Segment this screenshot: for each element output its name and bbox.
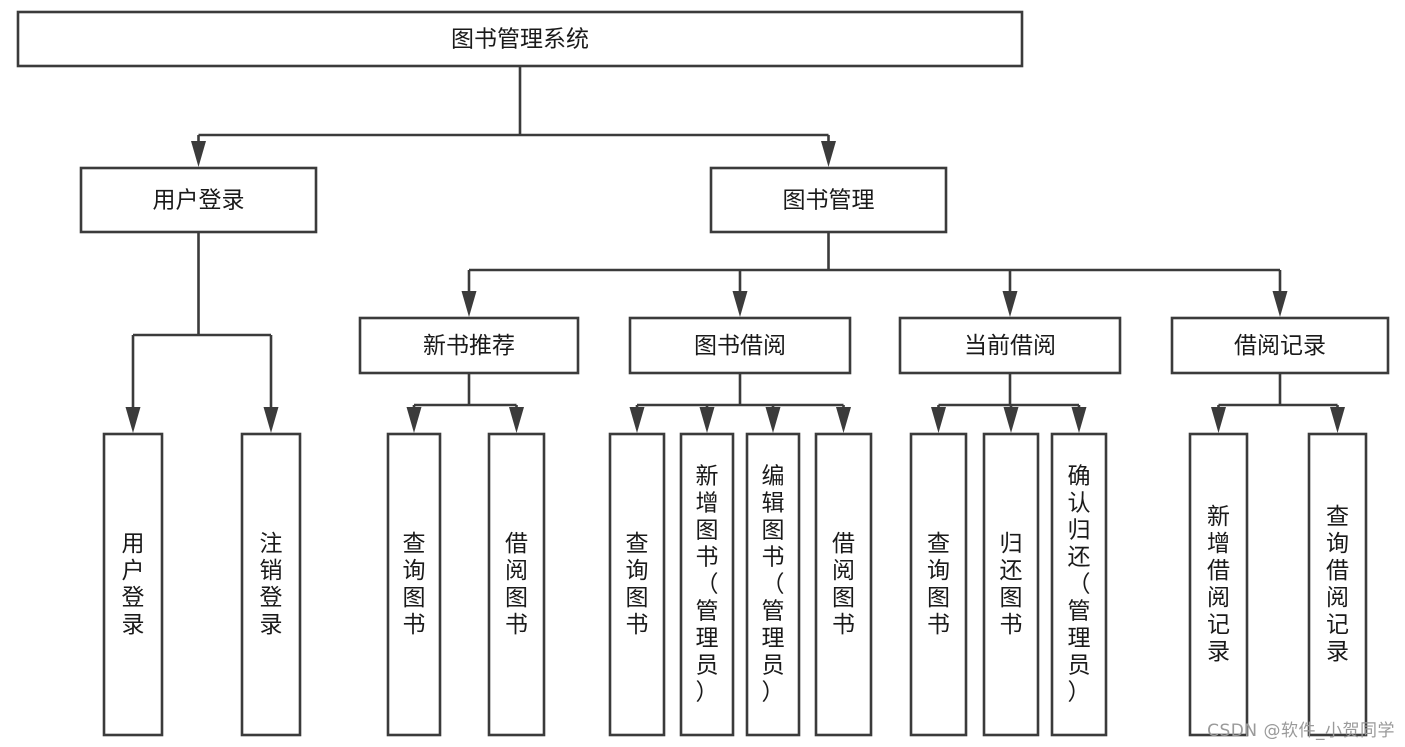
arrow-head-icon: [509, 407, 524, 433]
node-label: 查询图书: [626, 531, 649, 638]
node-leaf-user-login[interactable]: 用户登录: [102, 432, 164, 737]
connector-group: [191, 66, 836, 167]
node-n-new-book-rec[interactable]: 新书推荐: [358, 316, 580, 375]
node-box[interactable]: [1188, 432, 1249, 737]
node-box[interactable]: [679, 432, 735, 737]
arrow-head-icon: [1272, 291, 1288, 317]
node-n-book-mgmt[interactable]: 图书管理: [709, 166, 948, 234]
node-label: 借阅图书: [832, 531, 855, 638]
node-root[interactable]: 图书管理系统: [16, 10, 1024, 68]
connector-group: [406, 373, 524, 433]
arrow-head-icon: [406, 407, 422, 433]
node-n-book-borrow[interactable]: 图书借阅: [628, 316, 852, 375]
node-label: 确认归还（管理员）: [1068, 463, 1091, 705]
node-leaf-borrow-book-2[interactable]: 借阅图书: [814, 432, 873, 737]
node-leaf-query-book-2[interactable]: 查询图书: [608, 432, 666, 737]
node-label: 编辑图书（管理员）: [762, 463, 785, 705]
node-leaf-add-book[interactable]: 新增图书（管理员）: [679, 432, 735, 737]
node-n-current-borrow[interactable]: 当前借阅: [898, 316, 1122, 375]
arrow-head-icon: [931, 407, 946, 433]
arrow-head-icon: [1071, 407, 1087, 433]
node-box[interactable]: [16, 10, 1024, 68]
node-label: 查询借阅记录: [1326, 504, 1349, 665]
node-label: 用户登录: [122, 531, 145, 638]
node-box[interactable]: [1307, 432, 1368, 737]
node-box[interactable]: [709, 166, 948, 234]
node-box[interactable]: [79, 166, 318, 234]
connector-group: [1211, 373, 1345, 433]
connector-group: [629, 373, 851, 433]
node-box[interactable]: [240, 432, 302, 737]
node-box[interactable]: [386, 432, 442, 737]
node-label: 查询图书: [927, 531, 950, 638]
node-box[interactable]: [745, 432, 801, 737]
connector-group: [461, 232, 1288, 317]
node-label: 借阅图书: [505, 531, 528, 638]
node-leaf-query-book-3[interactable]: 查询图书: [909, 432, 968, 737]
node-label: 图书借阅: [694, 333, 786, 359]
arrow-head-icon: [191, 141, 206, 167]
connector-group: [125, 232, 279, 433]
arrow-head-icon: [1003, 407, 1019, 433]
node-leaf-query-record[interactable]: 查询借阅记录: [1307, 432, 1368, 737]
node-label: 归还图书: [1000, 531, 1023, 638]
node-leaf-user-logout[interactable]: 注销登录: [240, 432, 302, 737]
node-box[interactable]: [814, 432, 873, 737]
arrow-head-icon: [263, 407, 279, 433]
node-box[interactable]: [982, 432, 1040, 737]
node-box[interactable]: [898, 316, 1122, 375]
node-leaf-return-book[interactable]: 归还图书: [982, 432, 1040, 737]
node-leaf-confirm-return[interactable]: 确认归还（管理员）: [1050, 432, 1108, 737]
connector-layer: [125, 66, 1345, 433]
node-label: 图书管理: [783, 188, 875, 214]
node-box[interactable]: [1050, 432, 1108, 737]
arrow-head-icon: [1330, 407, 1345, 433]
node-label: 查询图书: [403, 531, 426, 638]
arrow-head-icon: [732, 291, 748, 317]
node-leaf-query-book-1[interactable]: 查询图书: [386, 432, 442, 737]
node-label: 借阅记录: [1234, 333, 1326, 359]
arrow-head-icon: [699, 407, 715, 433]
node-box[interactable]: [1170, 316, 1390, 375]
connector-group: [931, 373, 1087, 433]
node-n-user-login[interactable]: 用户登录: [79, 166, 318, 234]
node-label: 注销登录: [260, 531, 283, 638]
node-label: 新增图书（管理员）: [696, 463, 719, 705]
node-label: 新增借阅记录: [1207, 504, 1230, 665]
arrow-head-icon: [1211, 407, 1226, 433]
node-label: 新书推荐: [423, 333, 515, 359]
node-leaf-borrow-book-1[interactable]: 借阅图书: [487, 432, 546, 737]
node-box[interactable]: [909, 432, 968, 737]
node-box[interactable]: [628, 316, 852, 375]
node-box[interactable]: [358, 316, 580, 375]
arrow-head-icon: [629, 407, 645, 433]
node-label: 图书管理系统: [451, 27, 589, 53]
node-label: 用户登录: [153, 188, 245, 214]
node-leaf-edit-book[interactable]: 编辑图书（管理员）: [745, 432, 801, 737]
node-n-borrow-record[interactable]: 借阅记录: [1170, 316, 1390, 375]
node-box[interactable]: [487, 432, 546, 737]
node-box[interactable]: [102, 432, 164, 737]
node-label: 当前借阅: [964, 333, 1056, 359]
arrow-head-icon: [836, 407, 851, 433]
arrow-head-icon: [461, 291, 477, 317]
arrow-head-icon: [765, 407, 781, 433]
arrow-head-icon: [125, 407, 141, 433]
node-leaf-add-record[interactable]: 新增借阅记录: [1188, 432, 1249, 737]
arrow-head-icon: [821, 141, 836, 167]
arrow-head-icon: [1002, 291, 1018, 317]
node-box[interactable]: [608, 432, 666, 737]
node-layer: 图书管理系统用户登录图书管理新书推荐图书借阅当前借阅借阅记录用户登录注销登录查询…: [16, 10, 1390, 737]
